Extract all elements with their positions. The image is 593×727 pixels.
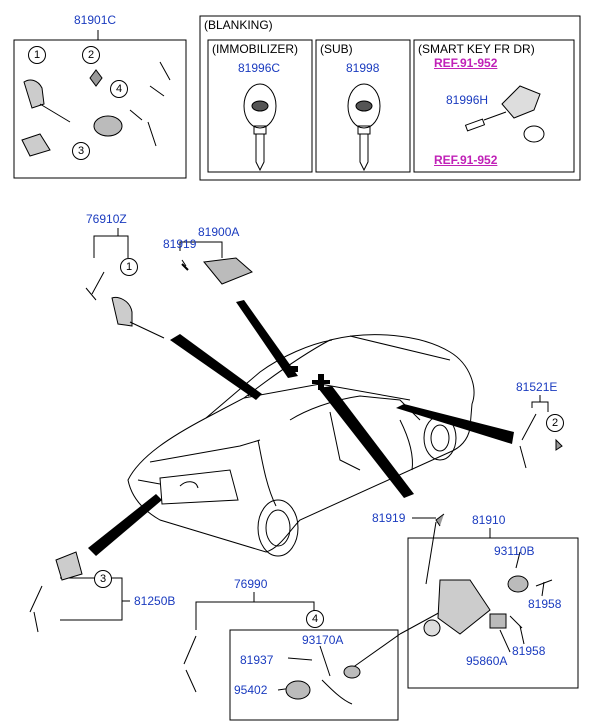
blank-keys: [243, 83, 545, 172]
part-label-81901c[interactable]: 81901C: [74, 13, 117, 27]
part-label-81996h[interactable]: 81996H: [446, 93, 489, 107]
part-label-81919-top[interactable]: 81919: [163, 237, 197, 251]
ref-link-top[interactable]: REF.91-952: [434, 56, 498, 70]
callout-2-door: 2: [546, 414, 564, 432]
part-label-81996c[interactable]: 81996C: [238, 61, 281, 75]
part-label-81910[interactable]: 81910: [472, 513, 506, 527]
wedge-driver-lock: [170, 334, 262, 400]
roof-marker: [312, 374, 330, 390]
part-label-81998[interactable]: 81998: [346, 61, 380, 75]
part-label-93170a[interactable]: 93170A: [302, 633, 344, 647]
callout-4-ignition: 4: [306, 610, 324, 628]
smart-key-title: (SMART KEY FR DR): [418, 42, 535, 56]
wedge-ignition: [318, 386, 414, 498]
antenna-marker: [290, 366, 298, 372]
part-label-81937[interactable]: 81937: [240, 653, 274, 667]
part-label-76990[interactable]: 76990: [234, 577, 268, 591]
box-81901c: [13, 39, 187, 179]
immobilizer-title: (IMMOBILIZER): [212, 42, 298, 56]
box-93170a: [229, 629, 399, 721]
box-smart-key: [413, 39, 575, 173]
car-outline: [127, 334, 475, 557]
wedge-door: [396, 404, 514, 444]
part-label-93110b[interactable]: 93110B: [494, 544, 535, 558]
part-label-81900a[interactable]: 81900A: [198, 225, 240, 239]
box-sub: [315, 39, 411, 173]
callout-3: 3: [72, 142, 90, 160]
callout-1: 1: [28, 46, 46, 64]
part-sketches: [21, 61, 563, 705]
ref-link-bottom[interactable]: REF.91-952: [434, 153, 498, 167]
part-label-95402[interactable]: 95402: [234, 683, 268, 697]
sub-title: (SUB): [320, 42, 353, 56]
part-label-81250b[interactable]: 81250B: [134, 594, 176, 608]
box-81910: [407, 537, 579, 689]
wedge-antenna: [236, 300, 298, 378]
part-label-76910z[interactable]: 76910Z: [86, 212, 127, 226]
box-immobilizer: [207, 39, 313, 173]
blanking-title: (BLANKING): [204, 18, 273, 32]
part-label-81958-lower[interactable]: 81958: [512, 644, 546, 658]
pointer-wedges: [88, 300, 514, 556]
box-blanking: [199, 15, 581, 181]
part-label-81521e[interactable]: 81521E: [516, 380, 558, 394]
part-label-81919-bottom[interactable]: 81919: [372, 511, 406, 525]
wedge-trunk: [88, 494, 162, 556]
callout-4: 4: [110, 80, 128, 98]
callout-1-lock: 1: [120, 258, 138, 276]
part-label-81958-upper[interactable]: 81958: [528, 597, 562, 611]
part-label-95860a[interactable]: 95860A: [466, 654, 508, 668]
callout-3-trunk: 3: [94, 570, 112, 588]
callout-2: 2: [82, 46, 100, 64]
